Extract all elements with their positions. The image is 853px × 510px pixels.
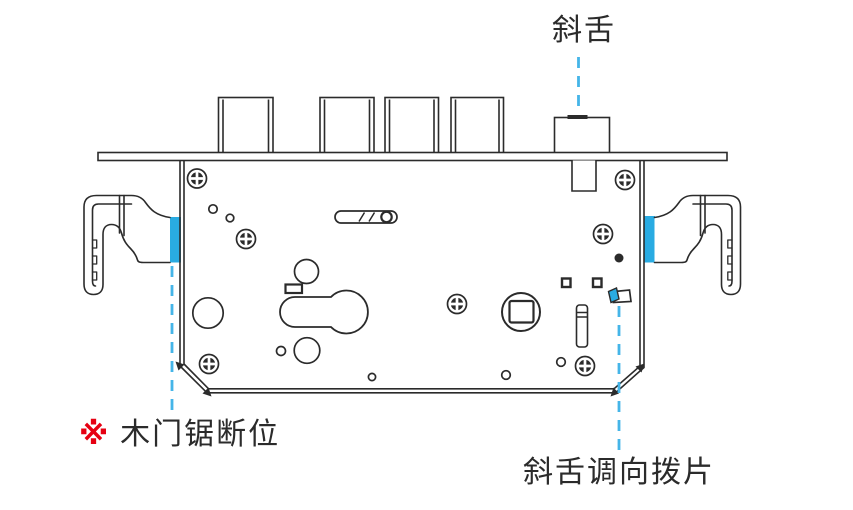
rect-window xyxy=(284,283,304,295)
deadbolt-3 xyxy=(384,96,440,155)
pivot-dot xyxy=(614,253,624,263)
square-hole-right xyxy=(591,277,603,289)
saw-cut-highlight-left xyxy=(169,217,181,263)
square-hole-left xyxy=(560,277,572,289)
case-holes xyxy=(191,203,567,382)
cylinder-keyhole xyxy=(279,289,369,335)
latch-direction-tab xyxy=(607,287,632,304)
latch-bolt-tail xyxy=(571,160,597,192)
label-saw-cut-text: 木门锯断位 xyxy=(120,418,281,451)
spindle-square-hole xyxy=(501,292,541,332)
right-mounting-clip xyxy=(653,194,742,296)
latch-bolt xyxy=(553,115,611,155)
phillips-screws xyxy=(186,167,636,377)
left-mounting-clip xyxy=(83,194,171,296)
label-latch-direction-tab-text: 斜舌调向拨片 xyxy=(523,456,715,489)
lever-slot xyxy=(334,210,398,224)
asterisk-marker-icon: ※ xyxy=(79,418,109,451)
deadbolt-1 xyxy=(217,96,274,155)
label-saw-cut: ※ 木门锯断位 xyxy=(79,418,280,451)
saw-cut-arrow-marks xyxy=(175,361,645,397)
faceplate xyxy=(97,151,728,162)
saw-cut-highlight-right xyxy=(644,216,655,263)
label-latch-direction-tab: 斜舌调向拨片 xyxy=(523,456,715,489)
adjustment-slider xyxy=(575,304,589,348)
label-latch-text: 斜舌 xyxy=(552,14,616,47)
deadbolt-2 xyxy=(319,96,375,155)
deadbolt-4 xyxy=(450,96,505,155)
lock-case xyxy=(179,160,645,394)
label-latch: 斜舌 xyxy=(552,14,616,47)
